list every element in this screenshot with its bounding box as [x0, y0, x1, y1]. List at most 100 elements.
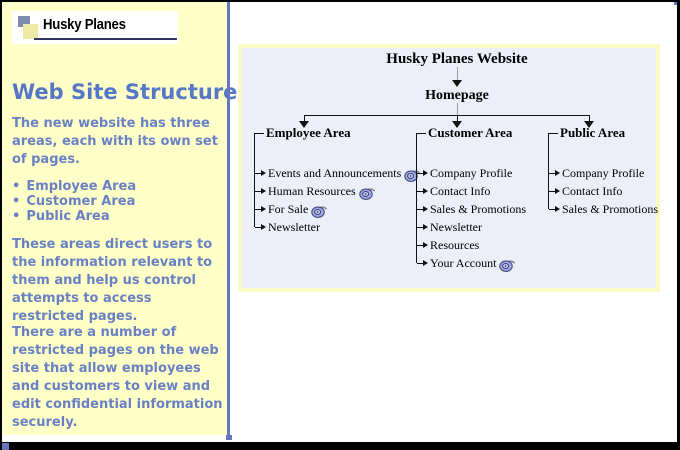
arrow-right-icon: [423, 206, 428, 212]
connector-line: [416, 133, 417, 263]
column-header: Customer Area: [428, 125, 513, 140]
diagram-item-label: Sales & Promotions: [562, 201, 659, 216]
connector-line: [457, 67, 458, 80]
diagram-item: Contact Info: [417, 183, 490, 199]
column-header: Public Area: [560, 125, 626, 140]
arrow-right-icon: [261, 188, 266, 194]
logo-blue-square-icon: [18, 16, 30, 27]
connector-line: [255, 172, 261, 174]
bullet-dot-icon: •: [12, 194, 21, 209]
lock-icon: [358, 187, 375, 200]
connector-line: [548, 133, 549, 209]
connector-line: [548, 133, 558, 134]
diagram-item: Sales & Promotions: [549, 201, 658, 217]
connector-line: [549, 208, 555, 210]
bullet-label: Customer Area: [26, 194, 136, 209]
arrow-right-icon: [423, 242, 428, 248]
arrow-right-icon: [555, 188, 560, 194]
divider-foot-accent: [226, 435, 232, 440]
connector-line: [304, 115, 305, 121]
diagram-item: Your Account: [417, 255, 516, 272]
bottom-bar: [2, 442, 677, 450]
connector-line: [549, 172, 555, 174]
diagram-item: Newsletter: [417, 219, 482, 235]
diagram-item-label: Sales & Promotions: [430, 201, 527, 216]
connector-line: [255, 226, 261, 228]
homepage-node: Homepage: [425, 88, 489, 103]
bottom-left-accent: [2, 443, 9, 450]
area-bullet-list: •Employee Area • Customer Area • Public Ar…: [12, 179, 136, 224]
arrow-right-icon: [555, 206, 560, 212]
diagram-item-label: Contact Info: [562, 183, 623, 198]
arrow-down-icon: [452, 80, 462, 87]
logo-yellow-square-icon: [23, 24, 38, 39]
arrow-right-icon: [261, 206, 266, 212]
diagram-item: Newsletter: [255, 219, 320, 235]
site-structure-diagram: Husky Planes Website Homepage Employee A…: [238, 44, 660, 292]
lock-icon: [499, 259, 516, 272]
connector-line: [417, 190, 423, 192]
diagram-item-label: Company Profile: [562, 165, 645, 180]
diagram-item-label: Company Profile: [430, 165, 513, 180]
branch-line: [304, 115, 589, 116]
restricted-paragraph: There are a number of restricted pages o…: [12, 325, 223, 430]
arrow-down-icon: [452, 121, 462, 128]
bullet-dot-icon: •: [12, 179, 21, 194]
page-title: Web Site Structure: [12, 80, 238, 104]
arrow-right-icon: [423, 224, 428, 230]
bullet-item: •Employee Area: [12, 179, 136, 194]
logo-text: Husky Planes: [43, 16, 126, 33]
connector-line: [416, 133, 426, 134]
diagram-item: For Sale: [255, 201, 328, 218]
diagram-item: Resources: [417, 237, 479, 253]
control-paragraph: These areas direct users to the informat…: [12, 237, 213, 324]
diagram-item-label: Resources: [430, 237, 480, 252]
connector-line: [417, 208, 423, 210]
bullet-item: • Customer Area: [12, 194, 136, 209]
diagram-item-label: Newsletter: [430, 219, 482, 234]
connector-line: [255, 190, 261, 192]
connector-line: [417, 172, 423, 174]
diagram-item: Human Resources: [255, 183, 376, 200]
connector-line: [254, 133, 255, 227]
connector-line: [417, 226, 423, 228]
diagram-item: Company Profile: [417, 165, 512, 181]
diagram-item-label: For Sale: [268, 201, 309, 216]
diagram-item-label: Newsletter: [268, 219, 320, 234]
connector-line: [417, 244, 423, 246]
top-right-accent: [674, 2, 677, 5]
diagram-item: Contact Info: [549, 183, 622, 199]
diagram-item: Events and Announcements: [255, 165, 421, 182]
bullet-dot-icon: •: [12, 209, 21, 224]
bullet-label: Public Area: [26, 209, 110, 224]
diagram-item-label: Events and Announcements: [268, 165, 402, 180]
diagram-item-label: Contact Info: [430, 183, 491, 198]
arrow-right-icon: [261, 224, 266, 230]
arrow-right-icon: [423, 188, 428, 194]
bullet-item: • Public Area: [12, 209, 136, 224]
logo: Husky Planes: [12, 11, 178, 44]
sidebar-divider: [227, 2, 230, 436]
diagram-title: Husky Planes Website: [386, 51, 528, 67]
logo-underline: [34, 38, 177, 40]
connector-line: [457, 103, 458, 115]
connector-line: [255, 208, 261, 210]
connector-line: [457, 115, 458, 121]
diagram-item-label: Human Resources: [268, 183, 356, 198]
intro-paragraph: The new website has three areas, each wi…: [12, 116, 218, 167]
sidebar: Husky Planes Web Site Structure The new …: [2, 2, 237, 435]
lock-icon: [404, 169, 421, 182]
connector-line: [254, 133, 264, 134]
lock-icon: [311, 205, 328, 218]
arrow-down-icon: [299, 121, 309, 128]
diagram-item: Company Profile: [549, 165, 644, 181]
arrow-right-icon: [555, 170, 560, 176]
arrow-right-icon: [423, 260, 428, 266]
arrow-right-icon: [423, 170, 428, 176]
diagram-item-label: Your Account: [430, 255, 497, 270]
arrow-right-icon: [261, 170, 266, 176]
column-header: Employee Area: [266, 125, 351, 140]
